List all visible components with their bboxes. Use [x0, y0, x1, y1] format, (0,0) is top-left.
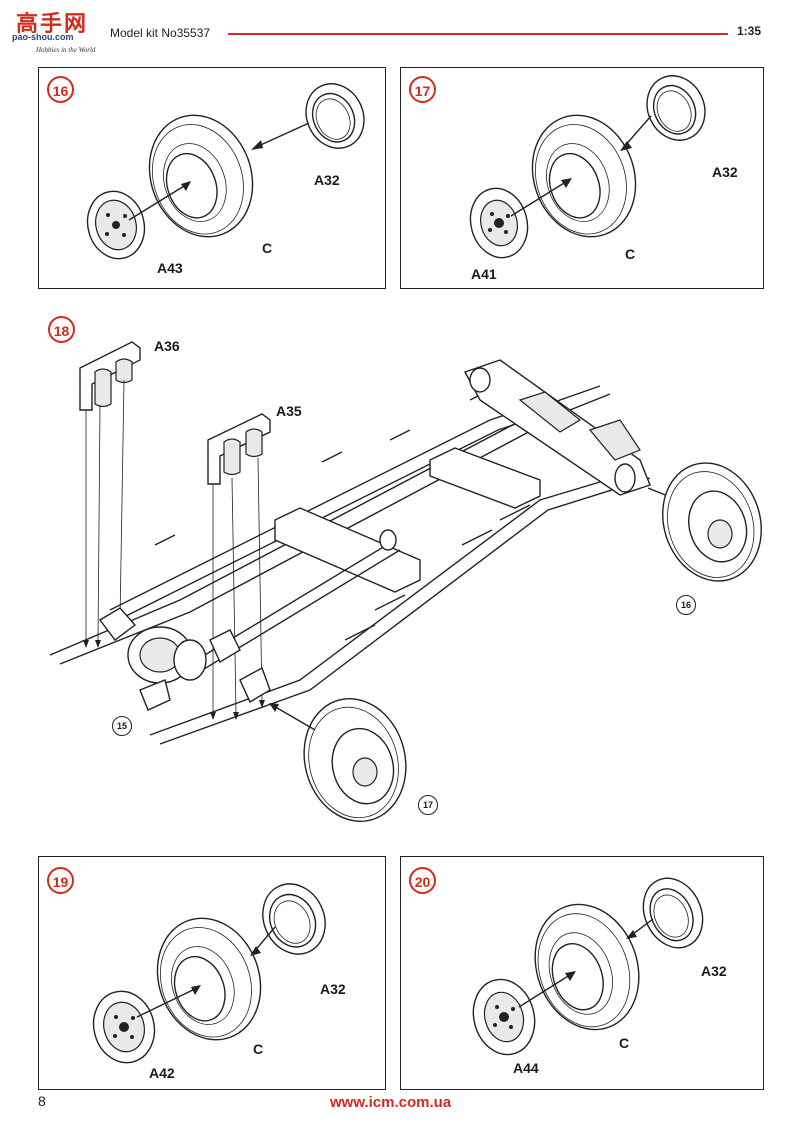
rear-wheel-drawing	[303, 698, 407, 822]
brand-logo: 高手网 pao-shou.com Hobbies in the World	[6, 4, 98, 56]
step-19-illustration	[92, 883, 326, 1064]
tire-drawing	[156, 917, 262, 1041]
scale-label: 1:35	[737, 24, 762, 38]
logo-chinese-text: 高手网	[16, 12, 89, 37]
spring-bracket-a35	[207, 413, 271, 485]
part-label-front-springs: A36	[154, 338, 180, 354]
step-17-badge: 17	[409, 76, 436, 103]
wheel-hub-drawing	[86, 190, 146, 260]
assembly-arrow	[128, 182, 190, 221]
step-20-badge: 20	[409, 867, 436, 894]
part-label-hub: A41	[471, 266, 497, 282]
tire-drawing	[534, 903, 640, 1031]
arrow-head	[251, 140, 263, 150]
part-label-tire: C	[625, 246, 636, 262]
tire-drawing	[148, 114, 254, 238]
header-rule	[228, 33, 728, 35]
assembly-arrow	[253, 122, 310, 149]
front-wheel-drawing	[662, 462, 762, 582]
part-label-cap: A32	[712, 164, 738, 180]
part-label-hub: A43	[157, 260, 183, 276]
wheel-cap-drawing	[262, 883, 326, 955]
tire-drawing	[531, 114, 637, 238]
assembly-arrow	[510, 179, 570, 217]
step-19-panel: 19 A32 C A42	[38, 856, 386, 1090]
website-link[interactable]: www.icm.com.ua	[330, 1094, 452, 1111]
wheel-hub-drawing	[92, 990, 156, 1064]
step-19-badge: 19	[47, 867, 74, 894]
step-ref-15: 15	[112, 716, 132, 736]
part-label-tire: C	[253, 1041, 264, 1057]
wheel-hub-drawing	[469, 187, 529, 259]
part-label-tire: C	[619, 1035, 630, 1051]
arrow-head	[181, 181, 191, 191]
part-label-cap: A32	[314, 172, 340, 188]
arrow-head	[561, 178, 572, 188]
step-ref-17: 17	[418, 795, 438, 815]
arrow-head	[620, 141, 632, 151]
part-label-tire: C	[262, 240, 273, 256]
part-label-cap: A32	[320, 981, 346, 997]
logo-tagline: Hobbies in the World	[36, 46, 96, 54]
logo-url-text: pao-shou.com	[12, 32, 74, 42]
step-16-badge: 16	[47, 76, 74, 103]
model-kit-title: Model kit No35537	[110, 26, 211, 40]
part-label-cap: A32	[701, 963, 727, 979]
wheel-hub-drawing	[472, 978, 536, 1056]
step-16-illustration	[86, 83, 365, 260]
front-axle-drawing	[463, 359, 651, 496]
step-17-illustration	[469, 75, 706, 259]
rear-axle-drawing	[98, 607, 271, 711]
page-number: 8	[38, 1093, 46, 1109]
spring-bracket-a36	[79, 341, 141, 411]
step-18-badge: 18	[48, 316, 75, 343]
part-label-rear-springs: A35	[276, 403, 302, 419]
step-20-illustration	[472, 877, 704, 1056]
wheel-cap-drawing	[642, 877, 704, 949]
wheel-cap-drawing	[305, 83, 365, 149]
step-16-panel: 16 A32 C A43	[38, 67, 386, 289]
step-17-panel: 17 A32 C A41	[400, 67, 764, 289]
wheel-cap-drawing	[646, 75, 706, 141]
step-20-panel: 20 A32 C A44	[400, 856, 764, 1090]
part-label-hub: A42	[149, 1065, 175, 1081]
step-ref-16: 16	[676, 595, 696, 615]
part-label-hub: A44	[513, 1060, 539, 1076]
